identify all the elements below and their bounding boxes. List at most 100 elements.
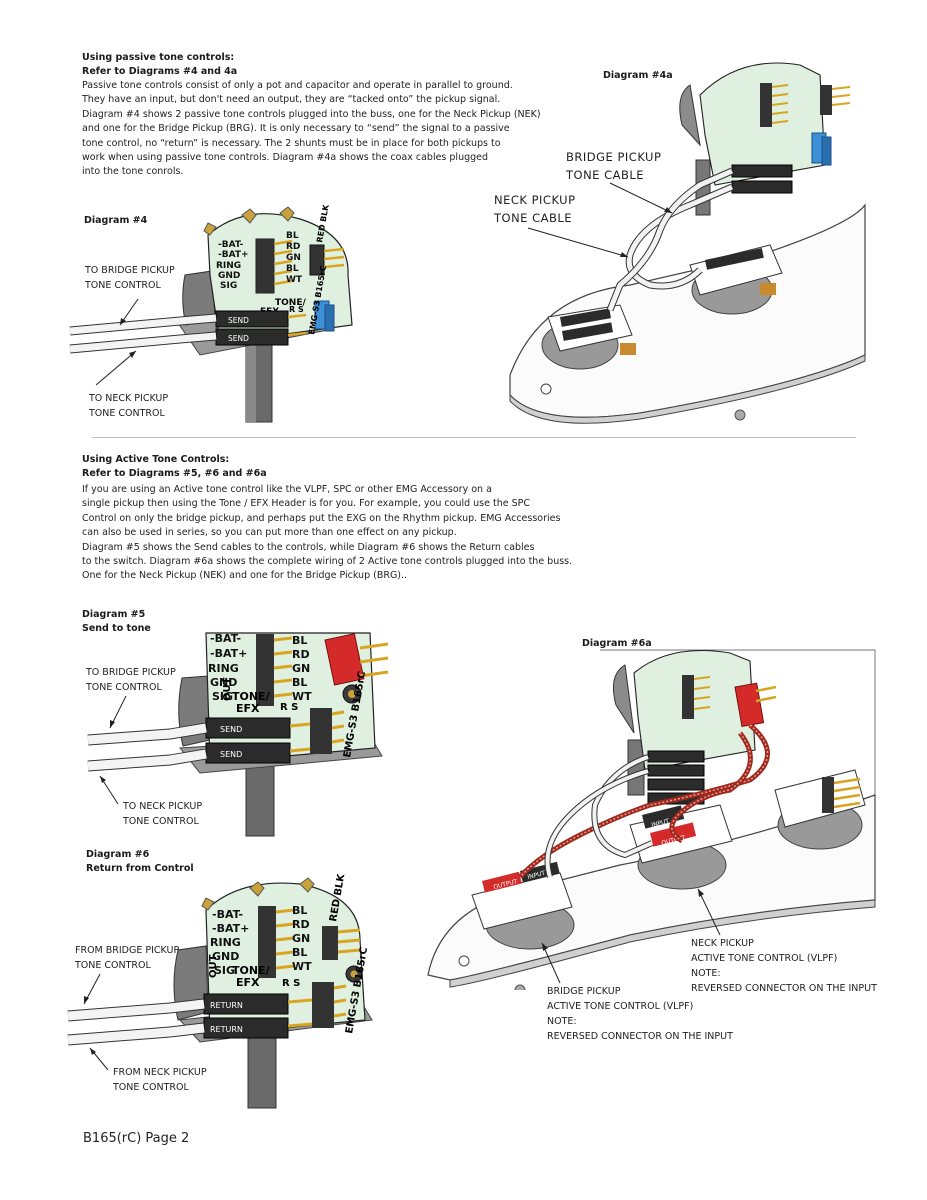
diagram4a-illustration	[509, 62, 866, 424]
rs-label: R S	[282, 978, 300, 989]
d6a-neck-label-line: ACTIVE TONE CONTROL (VLPF)	[691, 953, 838, 964]
active-line: Diagram #5 shows the Send cables to the …	[82, 541, 535, 553]
d6-neck-label: FROM NECK PICKUP TONE CONTROL	[113, 1065, 207, 1095]
pin-label: GN	[292, 932, 310, 945]
pin	[833, 777, 861, 785]
pin-header	[255, 238, 293, 294]
arrowhead	[129, 351, 136, 358]
active-line: Control on only the bridge pickup, and p…	[82, 512, 561, 524]
send-connector	[731, 180, 793, 194]
switch-shaft	[245, 755, 275, 837]
send-connector	[647, 778, 705, 791]
rs-label: R S	[289, 305, 304, 314]
active-line: single pickup then using the Tone / EFX …	[82, 498, 530, 510]
active-line: If you are using an Active tone control …	[82, 484, 492, 495]
diagram5-title-line1: Diagram #5	[82, 609, 146, 620]
switch-housing	[613, 664, 635, 734]
d5-bridge-label-line: TO BRIDGE PICKUP	[86, 667, 176, 678]
diagram6-title: Diagram #6 Return from Control	[86, 848, 194, 876]
brass-tab	[279, 206, 295, 222]
pin-header	[258, 906, 295, 978]
diagram5-title-line2: Send to tone	[82, 623, 151, 634]
pot-lug	[760, 283, 776, 295]
pickguard	[509, 203, 866, 418]
active-heading-line2: Refer to Diagrams #5, #6 and #6a	[82, 468, 267, 479]
send-connector	[731, 164, 793, 178]
pin-label: -BAT-	[212, 908, 243, 921]
passive-line: Diagram #4 shows 2 passive tone controls…	[82, 108, 541, 120]
pin-label: GND	[210, 676, 237, 689]
d4-bridge-label-line: TO BRIDGE PICKUP	[85, 265, 175, 276]
pin	[359, 642, 389, 650]
coax-header	[322, 926, 361, 960]
diagram6a-illustration: OUTPUT INPUT INPUT OUTPUT	[427, 649, 876, 990]
d6a-neck-label-line: NECK PICKUP	[691, 938, 754, 949]
callout-leader	[95, 350, 137, 386]
coax-cable	[607, 168, 734, 311]
pin-label: BL	[292, 676, 307, 689]
switch-shaft	[247, 1029, 277, 1109]
active-heading: Using Active Tone Controls: Refer to Dia…	[82, 453, 267, 481]
coax-cable	[545, 769, 649, 878]
pin-label: GN	[286, 253, 301, 263]
pin	[693, 706, 711, 710]
d4-bridge-label: TO BRIDGE PICKUP TONE CONTROL	[85, 263, 175, 293]
d4-neck-label: TO NECK PICKUP TONE CONTROL	[89, 391, 168, 421]
pin-label: GND	[212, 950, 239, 963]
pin-label: SIG	[212, 690, 233, 703]
arrowhead	[664, 207, 672, 213]
pin-header	[822, 777, 834, 813]
right-pin-labels: BL RD GN BL WT	[286, 231, 303, 285]
d6a-bridge-label-line: BRIDGE PICKUP	[547, 986, 621, 997]
d4a-bridge-label-line: TONE CABLE	[566, 168, 645, 182]
pin-label: BL	[286, 231, 299, 241]
callout-leader	[697, 888, 721, 936]
d5-neck-label: TO NECK PICKUP TONE CONTROL	[123, 799, 202, 829]
passive-heading-line1: Using passive tone controls:	[82, 52, 235, 63]
connector	[705, 247, 764, 270]
side-label: OUT	[222, 677, 233, 701]
coax-cables	[87, 722, 207, 772]
pin-label: -BAT+	[212, 922, 249, 935]
callout-leader	[609, 182, 673, 214]
mount-hole	[350, 970, 358, 978]
d6-neck-label-line: TONE CONTROL	[113, 1082, 189, 1093]
mount-hole	[348, 690, 356, 698]
pin-label: BL	[292, 634, 307, 647]
page-footer: B165(rC) Page 2	[83, 1131, 190, 1146]
pin-header	[256, 634, 293, 706]
d5-neck-label-line: TONE CONTROL	[123, 816, 199, 827]
arrowhead	[100, 776, 106, 783]
pin-label: RD	[292, 918, 310, 931]
coax-cable	[592, 755, 653, 858]
pin-label: -BAT-	[210, 632, 241, 645]
screw-hole	[458, 955, 470, 967]
pin-label: WT	[292, 690, 312, 703]
brass-tab	[201, 897, 215, 911]
connector	[562, 322, 613, 341]
brass-tab	[241, 208, 257, 224]
arrowhead	[110, 720, 115, 728]
pin	[693, 696, 711, 700]
passive-line: into the tone conrols.	[82, 166, 184, 178]
arrowhead	[542, 943, 548, 951]
arrowhead	[90, 1048, 96, 1055]
pin-label: WT	[292, 960, 312, 973]
d6a-bridge-label-line: NOTE:	[547, 1016, 577, 1027]
screw-hole	[540, 383, 552, 395]
pin-label: GN	[292, 662, 310, 675]
active-line: can also be used in series, so you can p…	[82, 527, 457, 539]
pot-lug	[620, 343, 636, 355]
return-connector	[647, 750, 705, 763]
d6a-neck-label: NECK PICKUP ACTIVE TONE CONTROL (VLPF) N…	[691, 936, 877, 996]
blue-shunt	[821, 136, 832, 166]
coax-cables	[67, 998, 205, 1046]
pin-label: RD	[286, 242, 300, 252]
d6-bridge-label: FROM BRIDGE PICKUP TONE CONTROL	[75, 943, 179, 973]
active-line: One for the Neck Pickup (NEK) and one fo…	[82, 570, 408, 582]
pin-label: -BAT+	[218, 250, 249, 260]
arrowhead	[620, 252, 628, 257]
passive-paragraph: Passive tone controls consist of only a …	[82, 79, 541, 180]
active-heading-line1: Using Active Tone Controls:	[82, 454, 230, 465]
d6a-neck-label-line: NOTE:	[691, 968, 721, 979]
